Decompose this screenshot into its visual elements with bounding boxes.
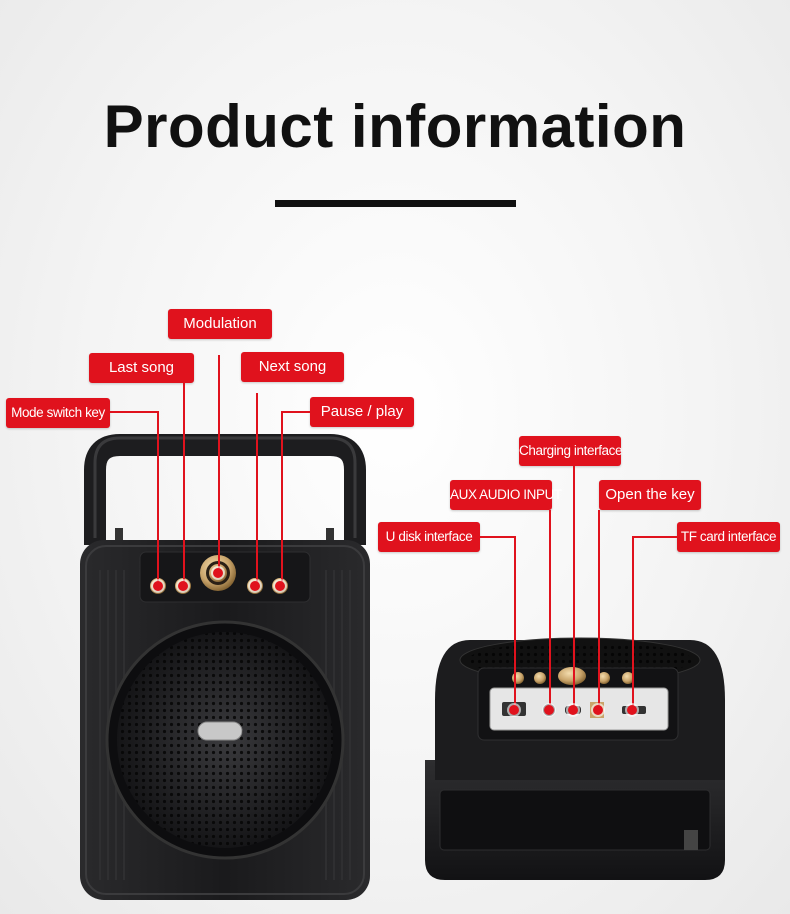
speaker-front-view <box>80 434 370 900</box>
leader-pause-play-h <box>281 411 310 413</box>
callout-aux-audio-input: AUX AUDIO INPUT <box>450 480 562 510</box>
marker-modulation <box>213 568 223 578</box>
marker-mode-switch-key <box>153 581 163 591</box>
marker-last-song <box>178 581 188 591</box>
leader-open-the-key <box>598 510 600 710</box>
marker-next-song <box>250 581 260 591</box>
leader-last-song <box>183 383 185 586</box>
leader-pause-play-v <box>281 411 283 586</box>
callout-pause-play: Pause / play <box>310 397 414 427</box>
speaker-top-view <box>425 637 725 880</box>
leader-u-disk-interface-h <box>480 536 515 538</box>
leader-mode-switch-key-h <box>110 411 158 413</box>
callout-modulation: Modulation <box>168 309 272 339</box>
marker-u-disk-interface <box>509 705 519 715</box>
callout-tf-card-interface: TF card interface <box>677 522 780 552</box>
title-underline <box>275 200 516 207</box>
leader-aux-audio-input <box>549 510 551 710</box>
leader-charging-interface <box>573 466 575 710</box>
marker-aux-audio-input <box>544 705 554 715</box>
leader-mode-switch-key-v <box>157 411 159 586</box>
callout-charging-interface: Charging interface <box>519 436 623 466</box>
callout-mode-switch-key: Mode switch key <box>6 398 110 428</box>
marker-pause-play <box>275 581 285 591</box>
marker-charging-interface <box>568 705 578 715</box>
callout-u-disk-interface: U disk interface <box>378 522 480 552</box>
marker-tf-card-interface <box>627 705 637 715</box>
leader-u-disk-interface-v <box>514 536 516 710</box>
leader-tf-card-interface-v <box>632 536 634 710</box>
marker-open-the-key <box>593 705 603 715</box>
callout-next-song: Next song <box>241 352 344 382</box>
leader-tf-card-interface-h <box>632 536 677 538</box>
callout-last-song: Last song <box>89 353 194 383</box>
callout-open-the-key: Open the key <box>599 480 701 510</box>
leader-next-song <box>256 393 258 586</box>
leader-modulation <box>218 355 220 573</box>
page-title: Product information <box>103 93 687 160</box>
